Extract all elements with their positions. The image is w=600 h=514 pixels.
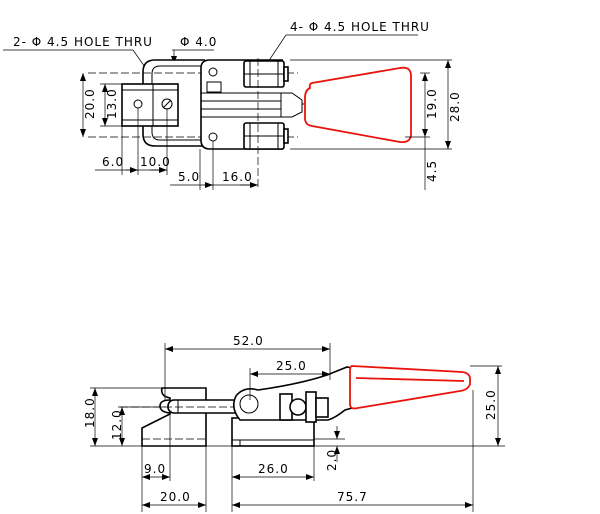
callout-left-holes: 2- Φ 4.5 HOLE THRU — [13, 35, 153, 49]
dim-4-5: 4.5 — [425, 160, 439, 182]
dim-6: 6.0 — [102, 155, 124, 169]
dim-13: 13.0 — [105, 88, 119, 119]
dim-19: 19.0 — [425, 88, 439, 119]
side-view: 52.0 25.0 18.0 12.0 25.0 2.0 9.0 26.0 20… — [83, 334, 505, 512]
callout-pin-diameter: Φ 4.0 — [180, 35, 217, 49]
dim-12: 12.0 — [110, 409, 124, 440]
top-view: 2- Φ 4.5 HOLE THRU Φ 4.0 4- Φ 4.5 HOLE T… — [3, 20, 462, 190]
adjusting-nut — [279, 391, 329, 423]
nut-bottom — [243, 122, 289, 150]
base-block — [121, 83, 179, 127]
dim-5: 5.0 — [178, 170, 200, 184]
dim-18: 18.0 — [83, 397, 97, 428]
hook-block — [141, 387, 207, 447]
base-plate — [231, 417, 315, 447]
red-handle-top — [304, 66, 412, 143]
dim-25-vertical: 25.0 — [484, 389, 498, 420]
dim-52: 52.0 — [233, 334, 264, 348]
dim-16: 16.0 — [222, 170, 253, 184]
dim-9: 9.0 — [144, 462, 166, 476]
dim-26: 26.0 — [258, 462, 289, 476]
dim-20: 20.0 — [83, 88, 97, 119]
red-handle-side — [349, 365, 471, 410]
dim-2: 2.0 — [325, 449, 339, 471]
nut-top — [243, 60, 289, 88]
dim-10: 10.0 — [140, 155, 171, 169]
dim-28: 28.0 — [448, 91, 462, 122]
dim-75-7: 75.7 — [337, 490, 368, 504]
callout-right-holes: 4- Φ 4.5 HOLE THRU — [290, 20, 430, 34]
dim-20-base: 20.0 — [160, 490, 191, 504]
dim-25-horizontal: 25.0 — [276, 359, 307, 373]
